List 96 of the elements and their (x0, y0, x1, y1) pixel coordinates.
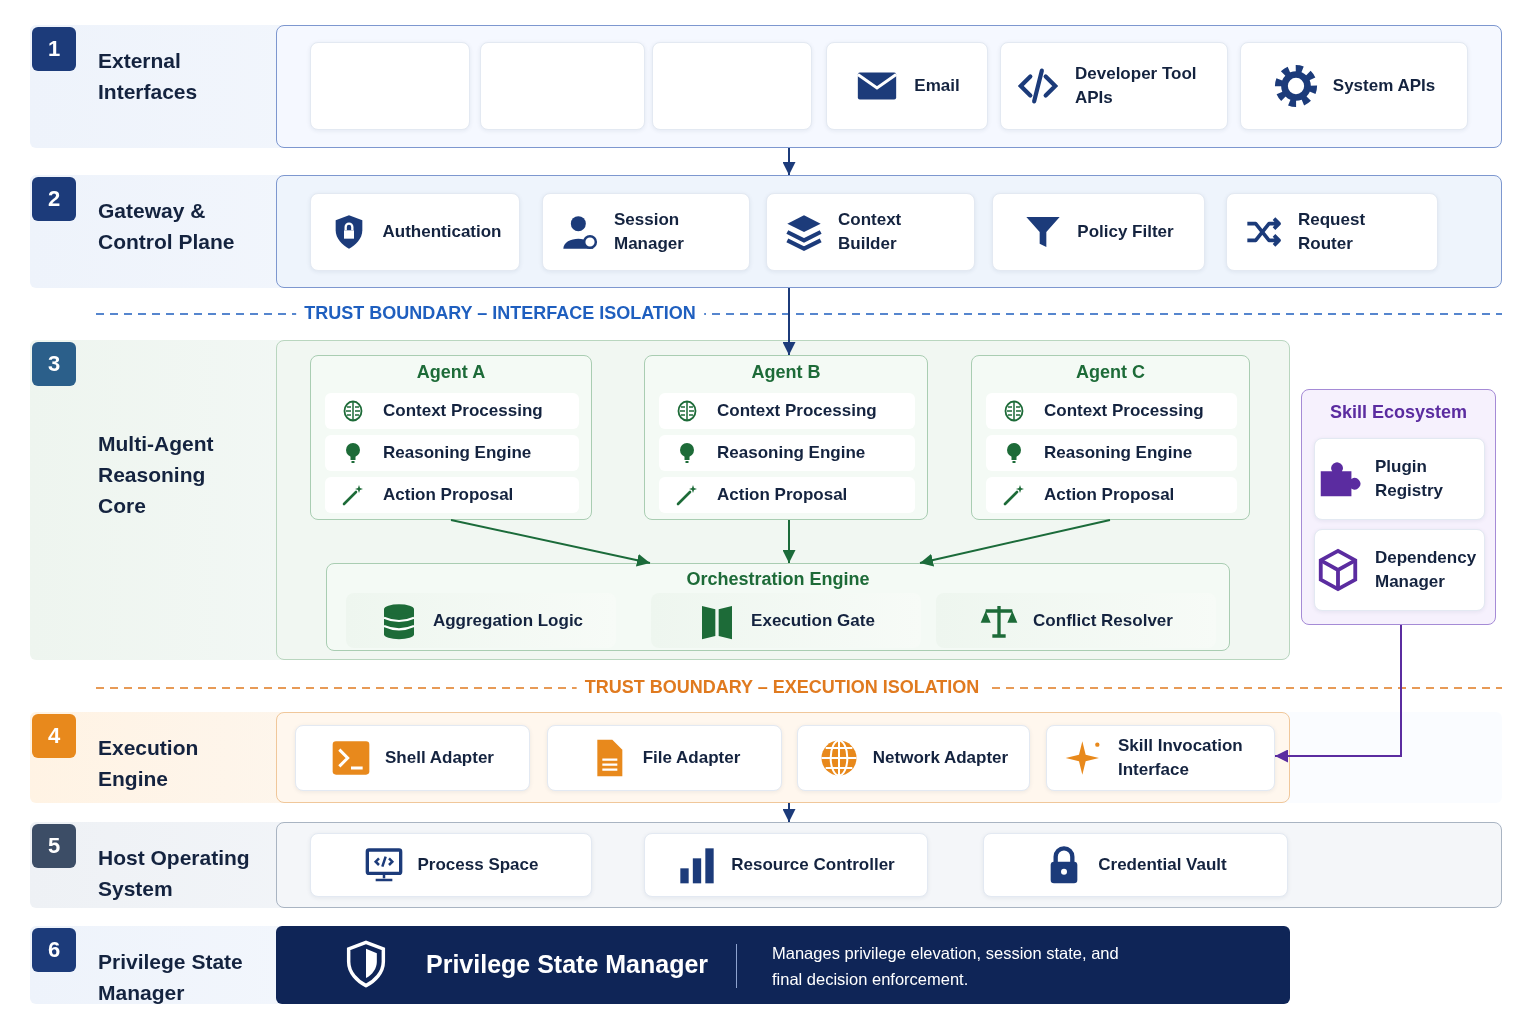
component-label: Dependency Manager (1375, 547, 1478, 593)
layer-title: Gateway & Control Plane (98, 198, 236, 255)
capability-text: Action Proposal (383, 484, 514, 506)
capability-row (986, 435, 1237, 471)
component-card (826, 42, 988, 130)
component-card (1046, 725, 1275, 791)
component-label: Email (914, 75, 960, 97)
component-card (547, 725, 782, 791)
arrow (919, 519, 1111, 567)
manager-banner (276, 926, 1290, 1004)
step-number-badge: 2 (32, 177, 76, 221)
step-number-badge: 6 (32, 928, 76, 972)
component-card (1314, 438, 1485, 520)
component-card (1000, 42, 1228, 130)
agent-card (971, 355, 1250, 520)
section-heading: Orchestration Engine (685, 569, 871, 590)
arrow (782, 147, 796, 176)
component-label: Context Builder (838, 209, 903, 255)
capability-text: Action Proposal (1044, 484, 1175, 506)
component-card (644, 833, 928, 897)
component-card (992, 193, 1205, 271)
component-label: Session Manager (614, 209, 685, 255)
component-card (983, 833, 1288, 897)
capability-text: Context Processing (383, 400, 543, 422)
capability-row (325, 477, 579, 513)
component-label: Shell Adapter (385, 747, 494, 769)
step-number-badge: 1 (32, 27, 76, 71)
section-heading: Skill Ecosystem (1328, 402, 1469, 423)
banner-description: Manages privilege elevation, session state, and final decision enforcement. (772, 943, 1120, 990)
section-heading: Agent B (750, 362, 822, 383)
agent-card (310, 355, 592, 520)
component-label: Execution Gate (751, 609, 875, 632)
layer-band (30, 340, 1290, 660)
arrow (782, 287, 796, 356)
capability-text: Context Processing (717, 400, 877, 422)
capability-row (986, 477, 1237, 513)
component-label: Skill Invocation Interface (1118, 735, 1244, 781)
component-card (310, 193, 520, 271)
component-label: Aggregation Logic (432, 609, 584, 632)
arrow (1274, 624, 1402, 763)
capability-row (659, 435, 915, 471)
component-label: File Adapter (642, 747, 741, 769)
capability-text: Reasoning Engine (383, 442, 532, 464)
arrow (782, 802, 796, 823)
step-number-badge: 5 (32, 824, 76, 868)
arrow (782, 519, 796, 564)
capability-row (659, 477, 915, 513)
component-label: Plugin Registry (1375, 456, 1445, 502)
capability-text: Reasoning Engine (1044, 442, 1193, 464)
capability-row (325, 435, 579, 471)
component-label: Authentication (382, 221, 502, 243)
engine-panel (326, 563, 1230, 651)
component-label: Developer Tool APIs (1075, 63, 1198, 109)
capability-row (659, 393, 915, 429)
component-label: Conflict Resolver (1033, 609, 1173, 632)
channel-card (310, 42, 470, 130)
layer-title: Host Operating System (98, 845, 251, 902)
step-number-badge: 4 (32, 714, 76, 758)
layer-band (30, 822, 1502, 908)
capability-row (325, 393, 579, 429)
component-label: Request Router (1298, 209, 1367, 255)
capability-text: Reasoning Engine (717, 442, 866, 464)
agent-card (644, 355, 928, 520)
component-card (1240, 42, 1468, 130)
component-card (1314, 529, 1485, 611)
section-heading: Agent A (415, 362, 487, 383)
component-card (310, 833, 592, 897)
layer-band (30, 25, 1502, 148)
layer-band (30, 926, 1290, 1004)
component-label: Process Space (417, 854, 539, 876)
capability-row (986, 393, 1237, 429)
capability-text: Context Processing (1044, 400, 1204, 422)
layer-band (30, 712, 1502, 803)
component-card (797, 725, 1030, 791)
component-label: Network Adapter (872, 747, 1009, 769)
step-number-badge: 3 (32, 342, 76, 386)
layer-title: Execution Engine (98, 735, 200, 792)
component-card (542, 193, 750, 271)
layer-title: Multi-Agent Reasoning Core (98, 431, 215, 519)
capability-text: Action Proposal (717, 484, 848, 506)
layer-title: Privilege State Manager (98, 949, 244, 1006)
section-heading: Agent C (1075, 362, 1146, 383)
layer-band (30, 175, 1502, 288)
arrow (450, 519, 651, 567)
component-label: Credential Vault (1098, 854, 1227, 876)
layer-title: External Interfaces (98, 48, 199, 105)
ecosystem-panel (1301, 389, 1496, 625)
channel-card (652, 42, 812, 130)
banner-title: Privilege State Manager (426, 950, 709, 979)
component-card (1226, 193, 1438, 271)
component-label: Policy Filter (1077, 221, 1174, 243)
channel-card (480, 42, 645, 130)
component-card (766, 193, 975, 271)
component-label: System APIs (1332, 75, 1436, 97)
component-label: Resource Controller (731, 854, 895, 876)
component-card (295, 725, 530, 791)
